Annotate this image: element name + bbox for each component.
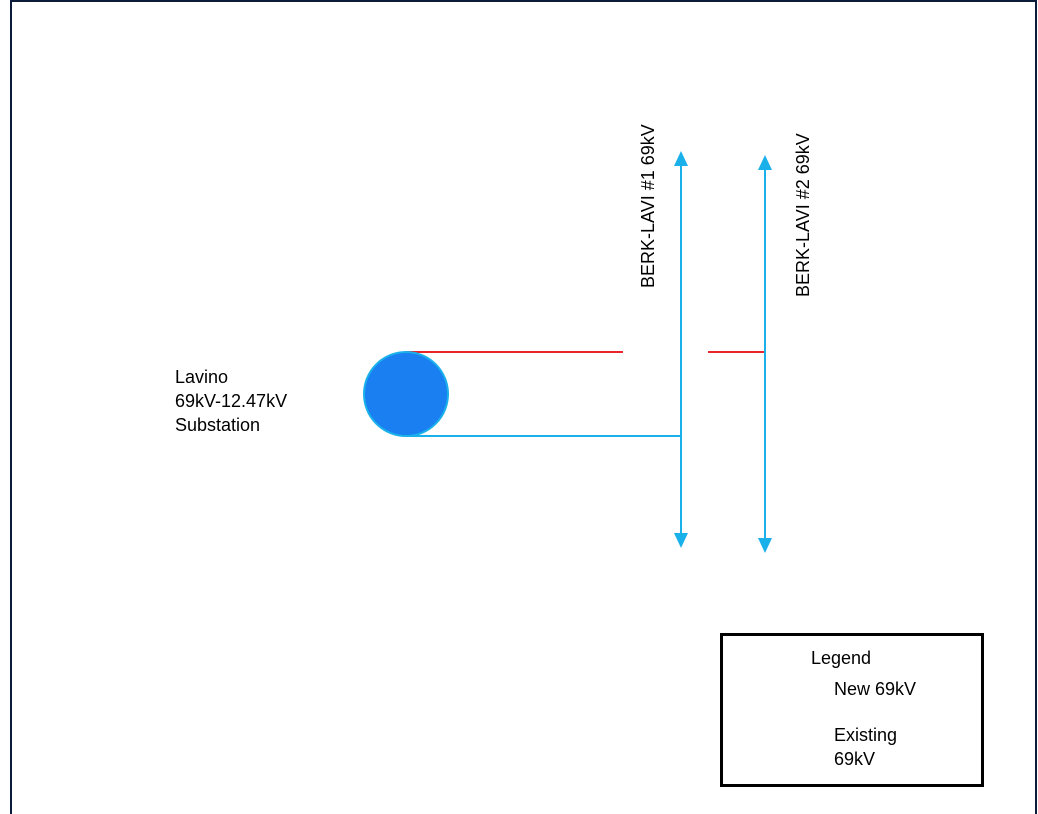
legend-title: Legend [811, 648, 872, 668]
circuit-1-label: BERK-LAVI #1 69kV [638, 124, 658, 288]
circuit-1-arrow-up [674, 151, 688, 166]
substation-label-voltage: 69kV-12.47kV [175, 391, 288, 411]
legend-box [720, 633, 984, 787]
circuit-1-arrow-down [674, 533, 688, 548]
circuit-2-arrow-down [758, 538, 772, 553]
substation-label-name: Lavino [175, 367, 229, 387]
circuit-2-arrow-up [758, 155, 772, 170]
page-frame [10, 0, 1037, 814]
legend-existing-label-line2: 69kV [834, 749, 876, 769]
substation-label-type: Substation [175, 415, 261, 435]
substation-node[interactable] [363, 351, 449, 437]
legend-new-label: New 69kV [834, 679, 917, 699]
legend-existing-label-line1: Existing [834, 725, 898, 745]
circuit-2-label: BERK-LAVI #2 69kV [793, 133, 813, 297]
